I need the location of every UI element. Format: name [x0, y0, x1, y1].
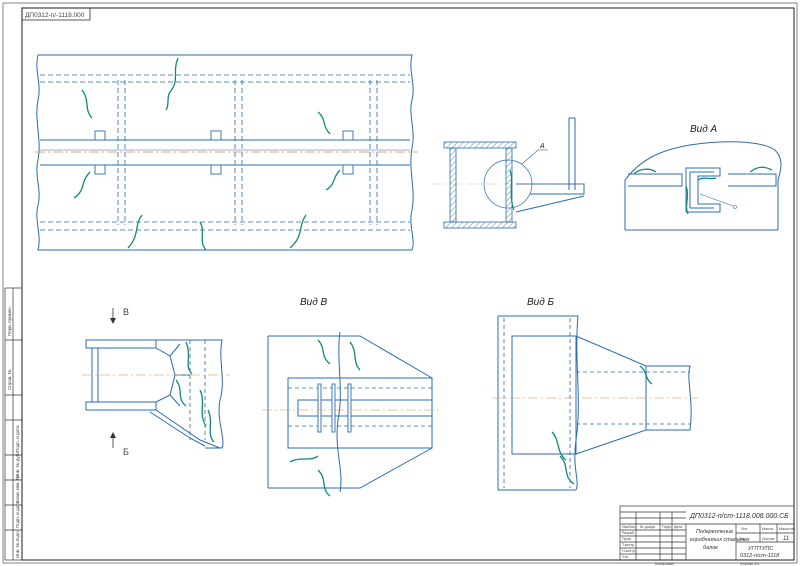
callout-a-label: А: [539, 143, 545, 150]
side-stamp-label: Подп. и дата: [15, 501, 20, 528]
col-mass-label: Масса: [762, 527, 774, 531]
view-b: Вид Б: [492, 297, 698, 491]
side-stamp-label: Подп. и дата: [15, 425, 20, 452]
view-b-title: Вид Б: [527, 297, 555, 308]
sheets-label: Листов: [762, 537, 774, 541]
title-line: балок: [703, 545, 718, 551]
role-label: Т.контр.: [622, 543, 635, 547]
role-label: Разраб.: [622, 531, 635, 535]
copied-label: Копировал: [655, 562, 674, 566]
view-a-title: Вид А: [690, 124, 718, 135]
side-stamp-texts: Перв. примен. Справ. № Подп. и дата Инв.…: [7, 306, 20, 558]
corner-code-box: ДП0312-п/-1118.000: [21, 7, 91, 21]
side-stamp-label: Взам. инв. №: [15, 475, 20, 503]
row-label: Лист: [629, 525, 637, 529]
arrow-b-label: Б: [123, 447, 129, 457]
main-beam-plan-view: [35, 54, 418, 251]
row-label: Подп.: [662, 525, 672, 529]
side-stamp-label: Инв. № подл.: [15, 530, 20, 558]
role-label: Н.контр.: [622, 549, 636, 553]
doc-number: ДП0312-п/ст-1118.008.000.СБ: [689, 513, 789, 520]
role-label: Пров.: [622, 537, 632, 541]
row-label: Изм: [622, 525, 629, 529]
col-scale-label: Масштаб: [779, 527, 796, 531]
sheet-label: Лист: [739, 537, 748, 541]
row-label: № докум.: [640, 525, 656, 529]
view-v: Вид В: [262, 297, 440, 497]
title-line: коробчатых стальных: [690, 537, 750, 543]
sheet-count: 11: [783, 536, 789, 542]
side-stamp-label: Справ. №: [7, 369, 12, 390]
side-detail-view: В Б: [82, 307, 230, 457]
side-stamp-label: Инв. № дубл.: [15, 450, 20, 478]
row-label: Дата: [674, 525, 682, 529]
side-stamp-label: Перв. примен.: [7, 306, 12, 336]
view-a: Вид А: [624, 124, 782, 231]
format-label: Формат А3: [740, 562, 759, 566]
title-block: [619, 505, 795, 561]
side-stamp: [4, 287, 23, 561]
org-line: 0312-п/ст-1118: [740, 553, 780, 559]
view-v-title: Вид В: [300, 297, 328, 308]
title-line: Подкрепление: [696, 529, 733, 535]
title-block-texts: ДП0312-п/ст-1118.008.000.СБ Подкрепление…: [622, 513, 796, 566]
col-lit-label: Лит: [741, 527, 748, 531]
role-label: Утв.: [622, 555, 629, 559]
org-line: УГПТУПС: [747, 546, 773, 552]
corner-code: ДП0312-п/-1118.000: [25, 12, 85, 19]
arrow-v-label: В: [123, 307, 129, 317]
beam-cross-section: А: [432, 117, 590, 229]
